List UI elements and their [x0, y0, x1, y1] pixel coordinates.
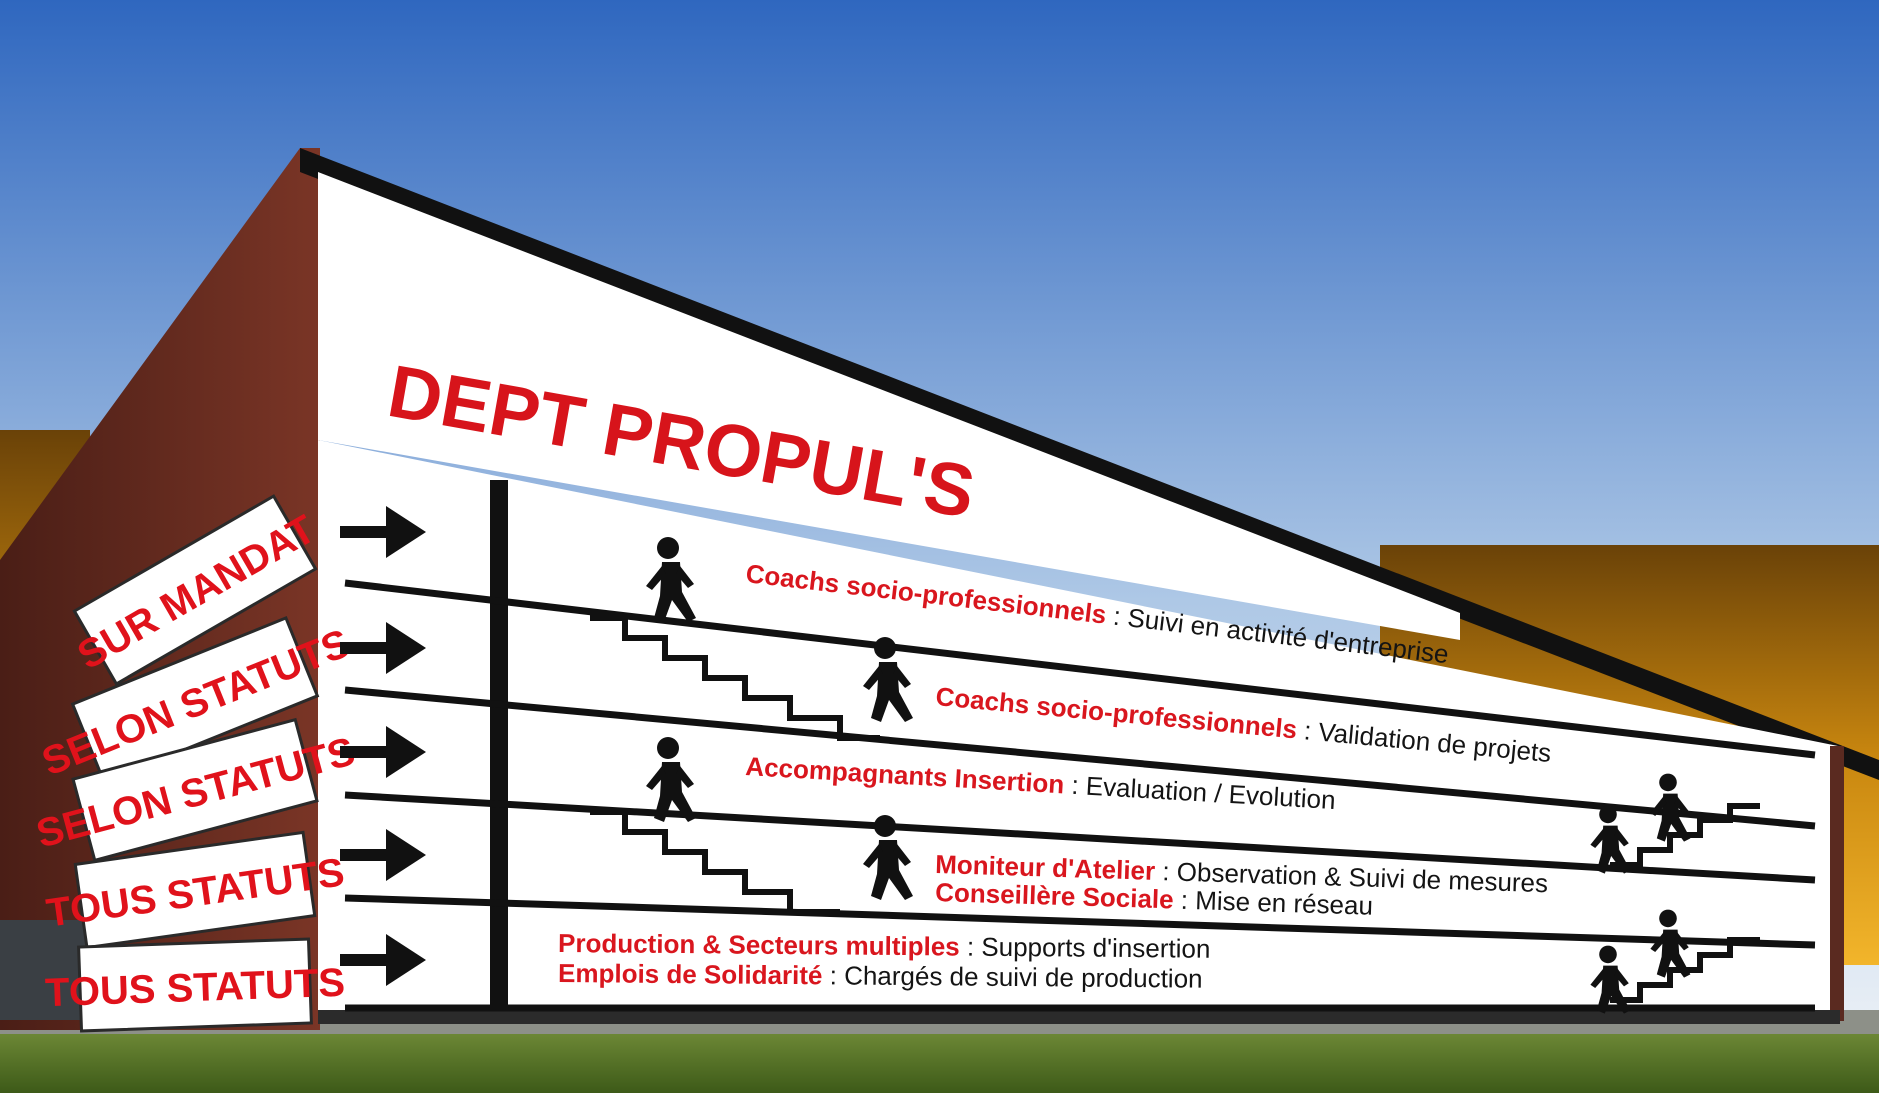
- building-gable: [318, 172, 1460, 640]
- stairs-lower: [590, 809, 840, 915]
- column-divider: [490, 480, 508, 1010]
- building-plinth: [318, 1010, 1840, 1024]
- building-roof: [300, 148, 1879, 780]
- row-5-line-1: Production & Secteurs multiples : Suppor…: [558, 928, 1211, 964]
- row-5-line-2: Emplois de Solidarité : Chargés de suivi…: [558, 958, 1203, 994]
- row-4-line-2: Conseillère Sociale : Mise en réseau: [935, 877, 1374, 921]
- stairs-upper: [590, 615, 880, 741]
- grass: [0, 1030, 1879, 1093]
- side-sign-5: TOUS STATUTS: [44, 961, 345, 1015]
- row-separators: [344, 579, 1816, 1012]
- building-facade: [318, 440, 1838, 1020]
- building-right-post: [1830, 746, 1844, 1021]
